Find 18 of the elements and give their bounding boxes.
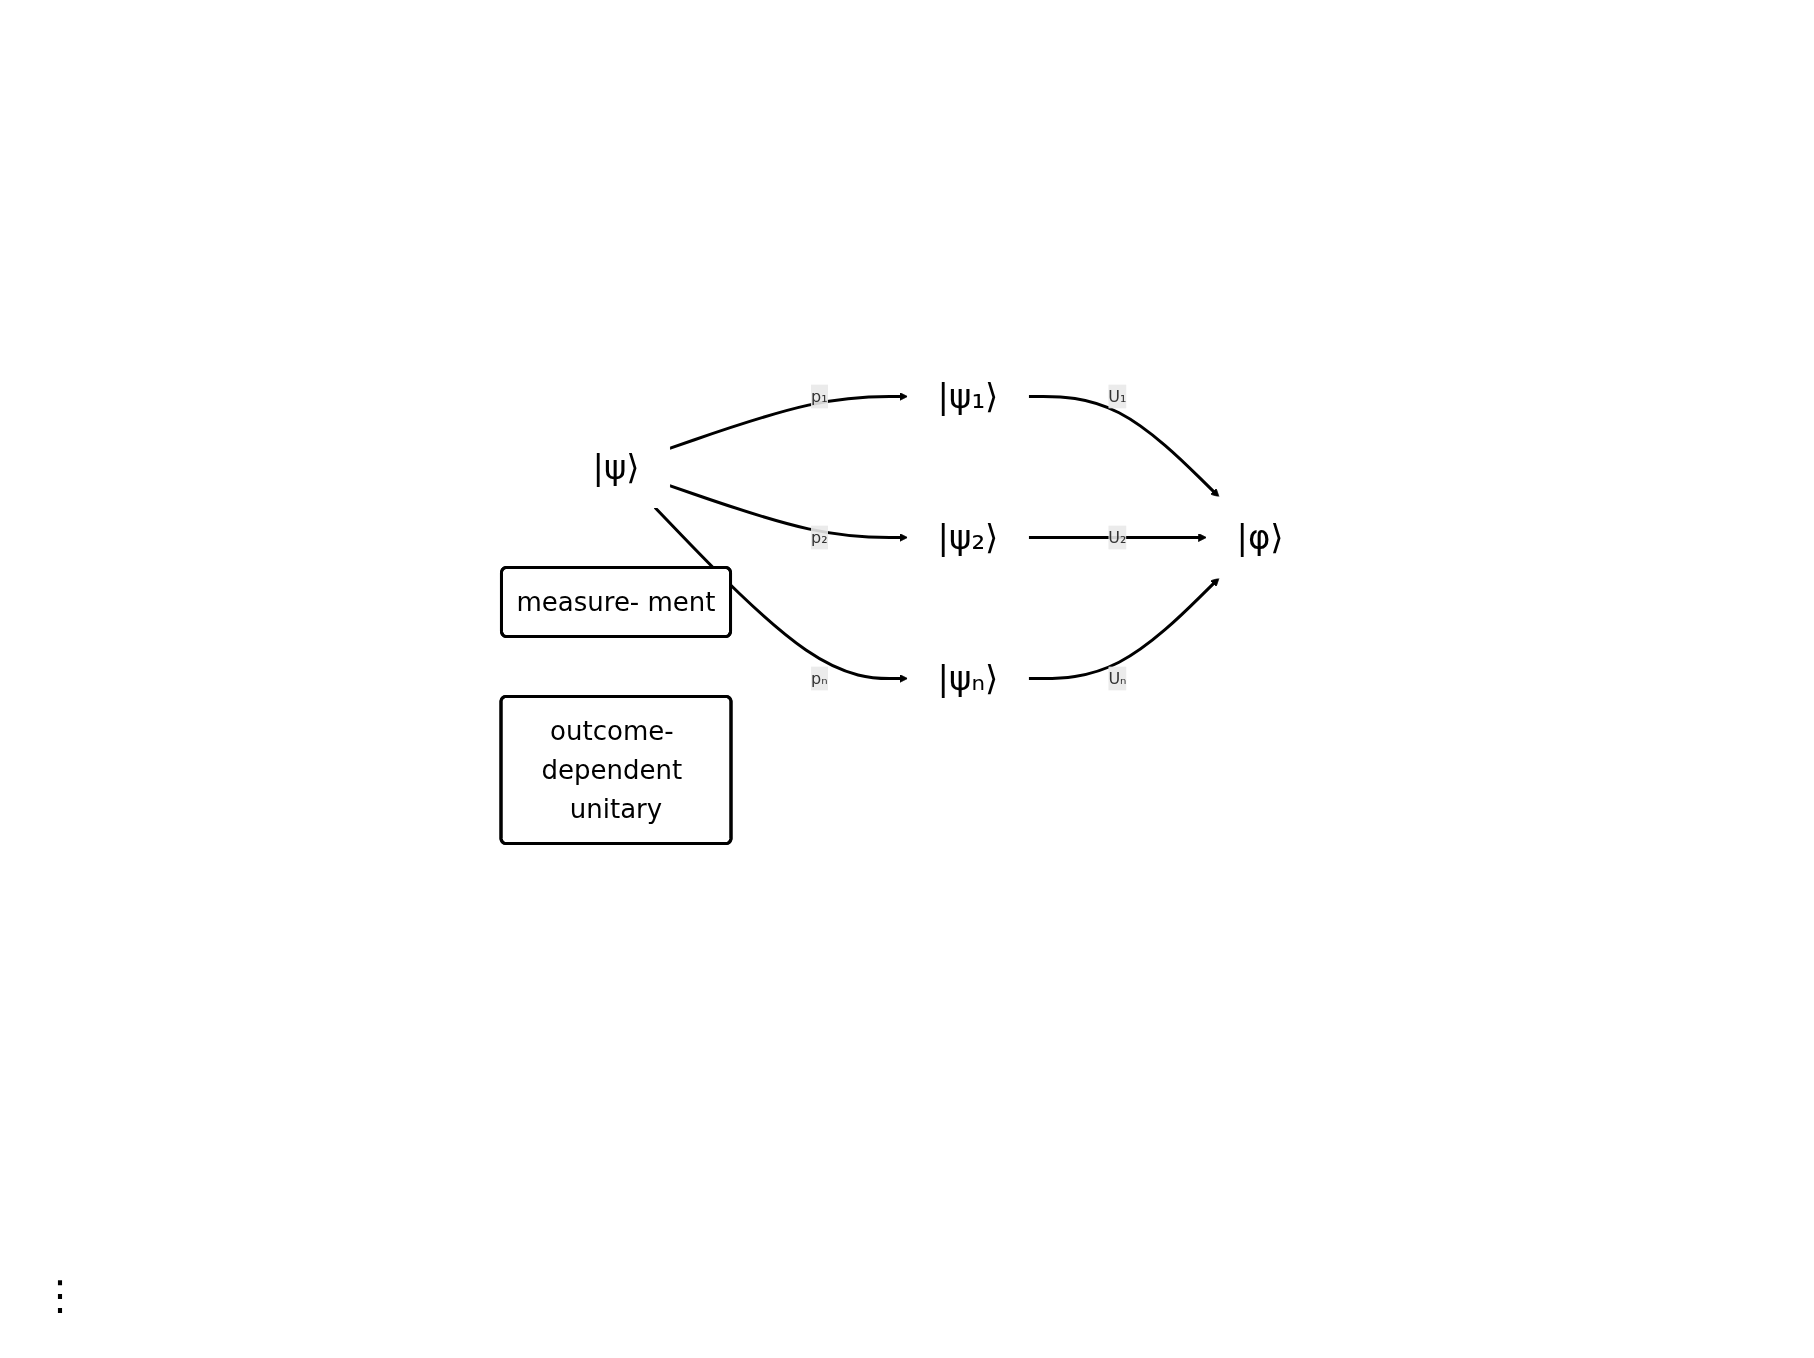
note-text: ⋮ bbox=[40, 1272, 80, 1318]
edge-label: U₁ bbox=[1108, 386, 1127, 406]
node-text: |ψ⟩ bbox=[592, 446, 640, 487]
node-text: |φ⟩ bbox=[1236, 517, 1284, 558]
arrow bbox=[668, 392, 908, 451]
arrow bbox=[1028, 577, 1220, 681]
arrow bbox=[668, 484, 908, 543]
arrow bbox=[1028, 395, 1220, 498]
edge-label: Uₙ bbox=[1108, 668, 1127, 688]
node-text: |ψ₁⟩ bbox=[937, 376, 999, 417]
edge-label: p₁ bbox=[810, 386, 828, 406]
edge-label: pₙ bbox=[810, 668, 828, 688]
arrow bbox=[653, 506, 908, 684]
edge-label: p₂ bbox=[810, 527, 828, 547]
arrow bbox=[1028, 533, 1207, 543]
edge-label: U₂ bbox=[1108, 527, 1127, 547]
node-text: |ψ₂⟩ bbox=[937, 517, 999, 558]
node-text: |ψₙ⟩ bbox=[937, 658, 998, 699]
